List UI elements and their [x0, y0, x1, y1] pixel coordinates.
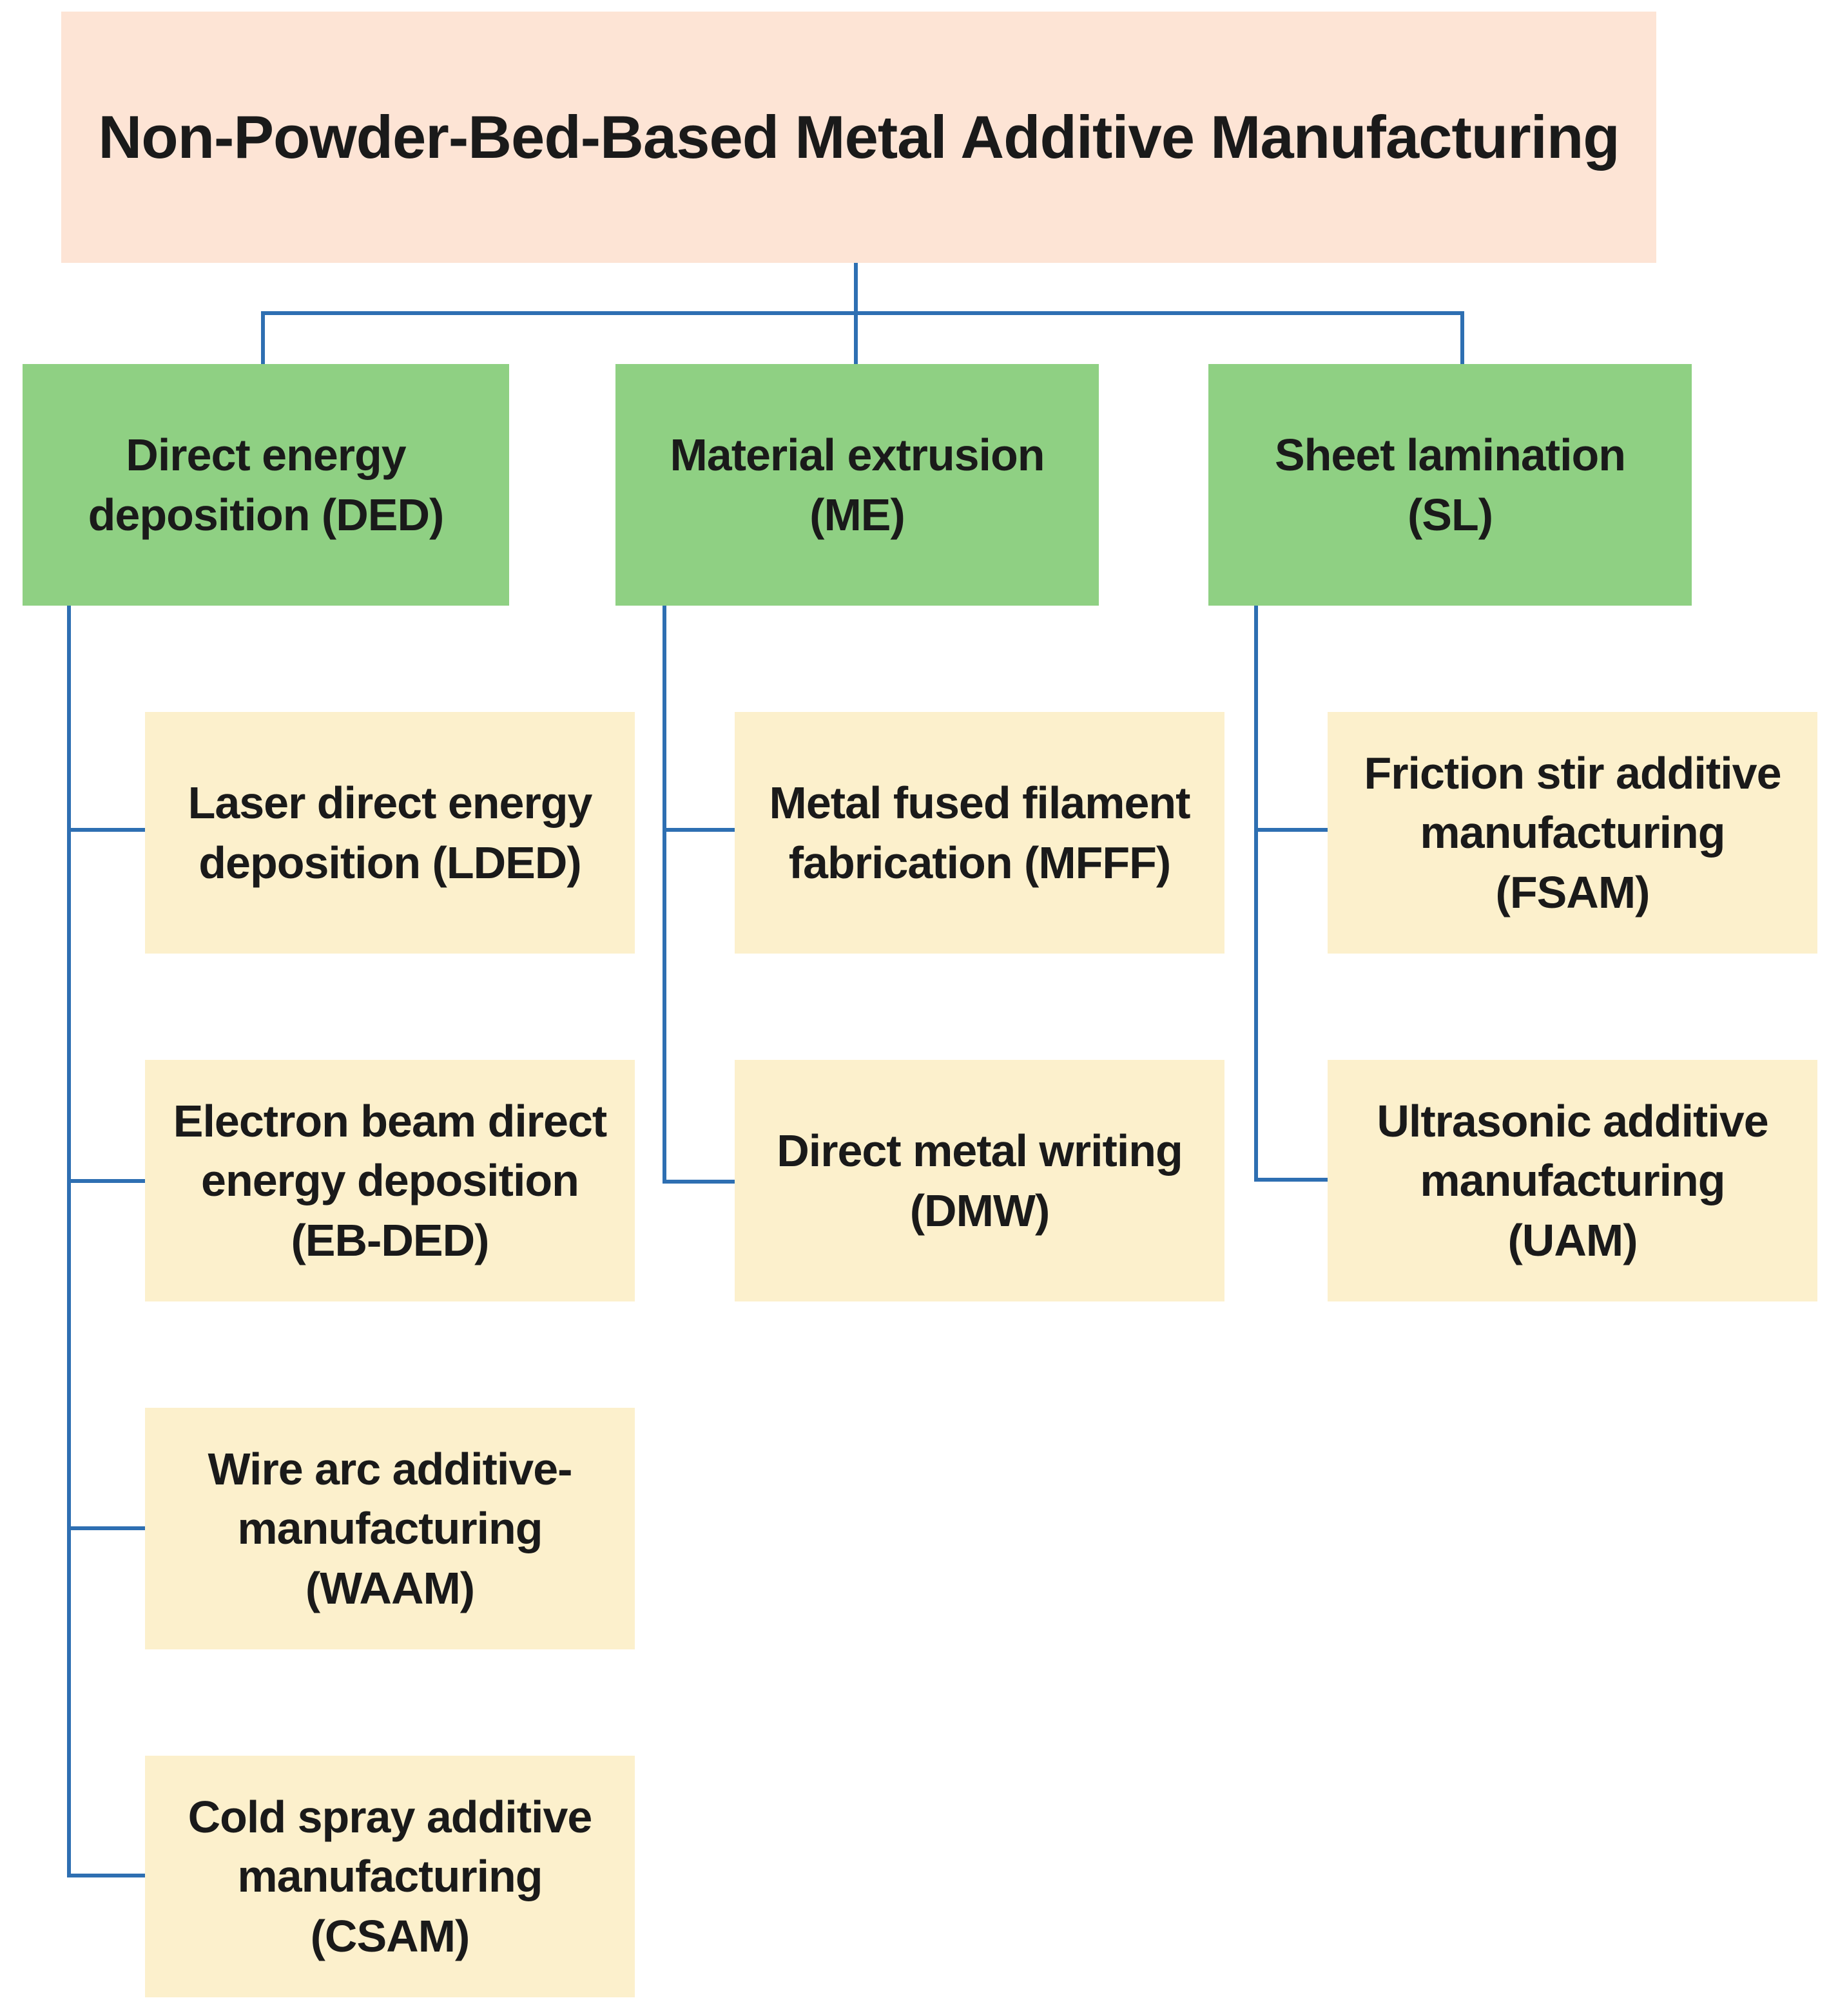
connector-top-horizontal [263, 311, 1464, 315]
child-node-csam: Cold spray additive manufacturing (CSAM) [145, 1756, 635, 1997]
connector-stub-dmw [663, 1180, 735, 1184]
child-node-fsam-label: Friction stir additive manufacturing (FS… [1364, 747, 1782, 917]
connector-stub-mfff [663, 828, 735, 832]
child-node-ebded-label: Electron beam direct energy deposition (… [173, 1095, 607, 1265]
connector-stub-fsam [1254, 828, 1328, 832]
branch-node-ded: Direct energy deposition (DED) [23, 364, 509, 606]
branch-node-me: Material extrusion (ME) [615, 364, 1099, 606]
connector-spine-me [663, 606, 666, 1184]
connector-stub-uam [1254, 1178, 1328, 1182]
child-node-waam: Wire arc additive- manufacturing (WAAM) [145, 1408, 635, 1649]
child-node-mfff-label: Metal fused filament fabrication (MFFF) [769, 778, 1191, 888]
child-node-fsam: Friction stir additive manufacturing (FS… [1328, 712, 1817, 954]
child-node-lded: Laser direct energy deposition (LDED) [145, 712, 635, 954]
root-node: Non-Powder-Bed-Based Metal Additive Manu… [61, 12, 1656, 263]
branch-node-sl: Sheet lamination (SL) [1208, 364, 1692, 606]
branch-node-ded-label: Direct energy deposition (DED) [88, 430, 445, 540]
root-node-label: Non-Powder-Bed-Based Metal Additive Manu… [98, 102, 1620, 171]
child-node-csam-label: Cold spray additive manufacturing (CSAM) [188, 1791, 593, 1961]
child-node-dmw: Direct metal writing (DMW) [735, 1060, 1224, 1301]
connector-spine-sl [1254, 606, 1258, 1182]
child-node-dmw-label: Direct metal writing (DMW) [777, 1126, 1183, 1236]
connector-spine-ded [67, 606, 71, 1877]
connector-drop-me [854, 311, 858, 365]
connector-stub-lded [67, 828, 145, 832]
child-node-uam-label: Ultrasonic additive manufacturing (UAM) [1377, 1095, 1768, 1265]
child-node-ebded: Electron beam direct energy deposition (… [145, 1060, 635, 1301]
connector-drop-ded [261, 311, 265, 365]
connector-stub-waam [67, 1526, 145, 1530]
child-node-waam-label: Wire arc additive- manufacturing (WAAM) [208, 1443, 573, 1613]
child-node-mfff: Metal fused filament fabrication (MFFF) [735, 712, 1224, 954]
child-node-lded-label: Laser direct energy deposition (LDED) [188, 778, 593, 888]
connector-root-vertical [854, 263, 858, 314]
child-node-uam: Ultrasonic additive manufacturing (UAM) [1328, 1060, 1817, 1301]
connector-drop-sl [1460, 311, 1464, 365]
connector-stub-csam [67, 1874, 145, 1877]
connector-stub-ebded [67, 1179, 145, 1183]
branch-node-me-label: Material extrusion (ME) [670, 430, 1045, 540]
branch-node-sl-label: Sheet lamination (SL) [1274, 430, 1626, 540]
